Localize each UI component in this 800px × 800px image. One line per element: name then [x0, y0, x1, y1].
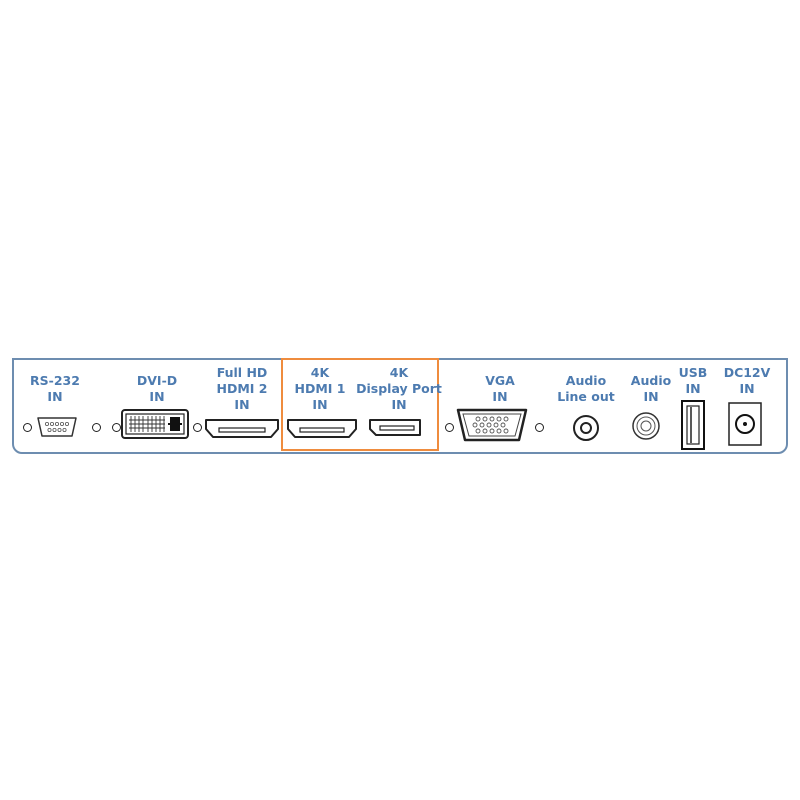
audio-jack-icon — [573, 415, 599, 441]
label-line: IN — [391, 397, 407, 412]
label-line: IN — [234, 397, 250, 412]
screw-icon — [23, 423, 32, 432]
audio-in-label: Audio IN — [631, 373, 671, 405]
rs232-label: RS-232 IN — [30, 373, 80, 405]
label-line: IN — [685, 381, 701, 396]
label-line: IN — [739, 381, 755, 396]
label-line: 4K — [310, 365, 330, 380]
usb-icon — [681, 400, 705, 450]
label-line: Full HD — [216, 365, 268, 380]
dc12v-label: DC12V IN — [724, 365, 771, 397]
label-line: Audio — [630, 373, 672, 388]
hdmi2-label: Full HD HDMI 2 IN — [217, 365, 268, 413]
dvi-label: DVI-D IN — [137, 373, 177, 405]
label-line: USB — [678, 365, 708, 380]
label-line: Audio — [565, 373, 607, 388]
label-line: VGA — [485, 373, 515, 388]
usb-label: USB IN — [679, 365, 708, 397]
hdmi-icon — [287, 419, 357, 438]
label-line: IN — [149, 389, 165, 404]
label-line: Line out — [557, 389, 615, 404]
audio-jack-icon — [632, 412, 660, 440]
displayport-label: 4K Display Port IN — [356, 365, 442, 413]
screw-icon — [193, 423, 202, 432]
4k-inputs-highlight-box — [281, 358, 439, 451]
db9-serial-icon — [37, 417, 77, 437]
audio-lineout-label: Audio Line out — [557, 373, 614, 405]
hdmi1-label: 4K HDMI 1 IN — [295, 365, 346, 413]
hdmi-icon — [205, 419, 279, 438]
screw-icon — [535, 423, 544, 432]
label-line: HDMI 1 — [294, 381, 346, 396]
label-line: HDMI 2 — [216, 381, 268, 396]
label-line: DVI-D — [136, 373, 178, 388]
label-line: IN — [492, 389, 508, 404]
screw-icon — [112, 423, 121, 432]
label-line: 4K — [389, 365, 409, 380]
dvi-icon — [121, 409, 189, 439]
label-line: IN — [47, 389, 63, 404]
label-line: IN — [643, 389, 659, 404]
displayport-icon — [369, 419, 421, 436]
label-line: Display Port — [356, 381, 442, 396]
dc-power-icon — [728, 402, 762, 446]
label-line: DC12V — [723, 365, 771, 380]
screw-icon — [445, 423, 454, 432]
label-line: IN — [312, 397, 328, 412]
label-line: RS-232 — [30, 373, 80, 388]
screw-icon — [92, 423, 101, 432]
vga-label: VGA IN — [485, 373, 515, 405]
vga-icon — [456, 408, 528, 442]
